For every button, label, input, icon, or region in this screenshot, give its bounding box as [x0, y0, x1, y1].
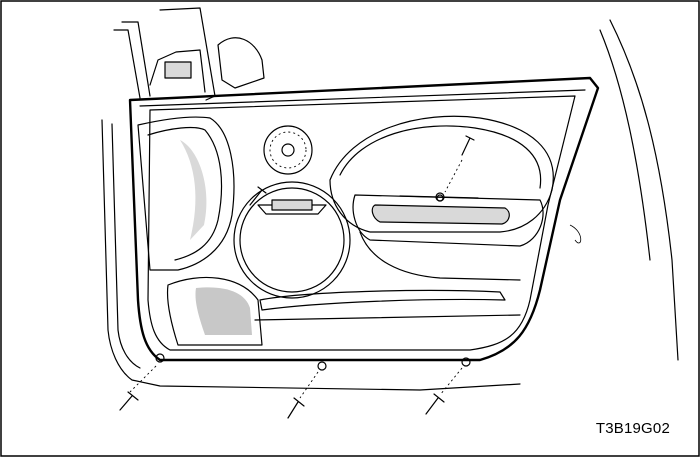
screw-holes: [155, 194, 471, 371]
door-pocket-left: [137, 116, 235, 271]
screw-icon: [287, 371, 319, 419]
door-frame: [101, 7, 679, 391]
screw-icon: [425, 367, 463, 415]
mirror-bracket: [149, 37, 265, 93]
screw-icon: [119, 365, 157, 411]
trim-panel: [128, 76, 600, 362]
map-pocket: [254, 289, 521, 321]
lower-speaker-grille: [166, 276, 263, 346]
door-handle-area: [329, 115, 554, 281]
screw-icon: [444, 135, 475, 193]
screw-icon: [249, 186, 267, 206]
tweeter-speaker: [263, 125, 313, 175]
figure-label: T3B19G02: [595, 420, 670, 437]
woofer-speaker: [233, 181, 351, 299]
